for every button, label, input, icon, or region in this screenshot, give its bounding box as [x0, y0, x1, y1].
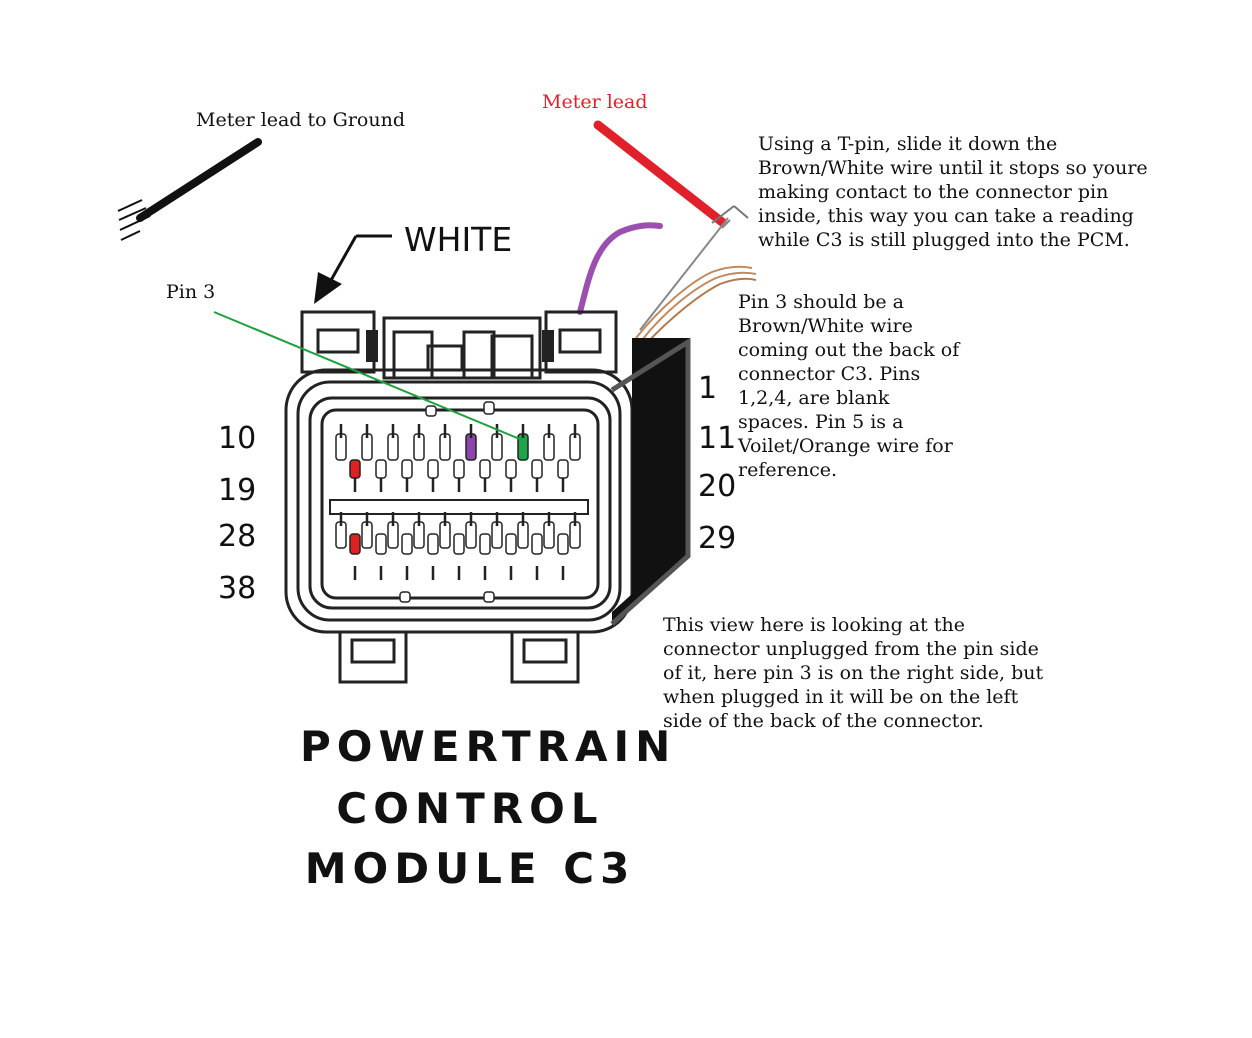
pin-cavity [427, 533, 439, 555]
pin3-note: Pin 3 should be a Brown/White wire comin… [738, 291, 960, 481]
pin-number-28: 28 [218, 519, 256, 554]
meter-ground-label: Meter lead to Ground [196, 109, 405, 131]
meter-lead-label: Meter lead [542, 91, 648, 113]
title-line-3: MODULE C3 [304, 844, 636, 893]
pin-cavity [557, 533, 569, 555]
connector-back [610, 337, 691, 626]
pin-cavity [401, 459, 413, 479]
white-label: WHITE [404, 220, 512, 259]
pin-number-19: 19 [218, 473, 256, 508]
pin-cavity [479, 459, 491, 479]
pin-numbers-right: 1 11 20 29 [698, 371, 736, 556]
title-line-1: POWERTRAIN [300, 722, 677, 771]
pin-number-11: 11 [698, 421, 736, 456]
key-tab [483, 401, 495, 415]
violet-wire [577, 222, 663, 315]
white-arrow [314, 234, 392, 304]
pin-cavity [531, 459, 543, 479]
pin-number-20: 20 [698, 469, 736, 504]
pin-number-1: 1 [698, 371, 717, 406]
meter-lead-red [593, 120, 749, 227]
pin3-pointer-line [213, 311, 523, 441]
pin-cavity [505, 533, 517, 555]
pin-number-29: 29 [698, 521, 736, 556]
pin-cavity [401, 533, 413, 555]
t-pin [639, 217, 731, 331]
pin-cavity [531, 533, 543, 555]
pin-cavity [453, 533, 465, 555]
pin-cavity [349, 533, 361, 555]
cavity-divider [329, 499, 589, 515]
pin-number-38: 38 [218, 571, 256, 606]
pin-cavity [375, 533, 387, 555]
pin-cavity [479, 533, 491, 555]
key-tab [425, 405, 437, 417]
pin-number-10: 10 [218, 421, 256, 456]
title-line-2: CONTROL [336, 784, 604, 833]
brown-white-wires [635, 265, 757, 345]
pin3-label: Pin 3 [166, 281, 216, 303]
connector-housing [284, 310, 634, 684]
pin-cavity [557, 459, 569, 479]
pin-grid [335, 401, 581, 603]
ground-lead [117, 138, 262, 241]
key-tab [399, 591, 411, 603]
pin-numbers-left: 10 19 28 38 [218, 421, 256, 606]
pin-cavity [453, 459, 465, 479]
view-note: This view here is looking at the connect… [663, 614, 1044, 732]
pin-cavity [427, 459, 439, 479]
housing-dark-edges [366, 330, 554, 362]
tpin-note: Using a T-pin, slide it down the Brown/W… [758, 133, 1148, 251]
pin-cavity [505, 459, 517, 479]
pin-cavity [375, 459, 387, 479]
pin-cavity [349, 459, 361, 479]
key-tab [483, 591, 495, 603]
